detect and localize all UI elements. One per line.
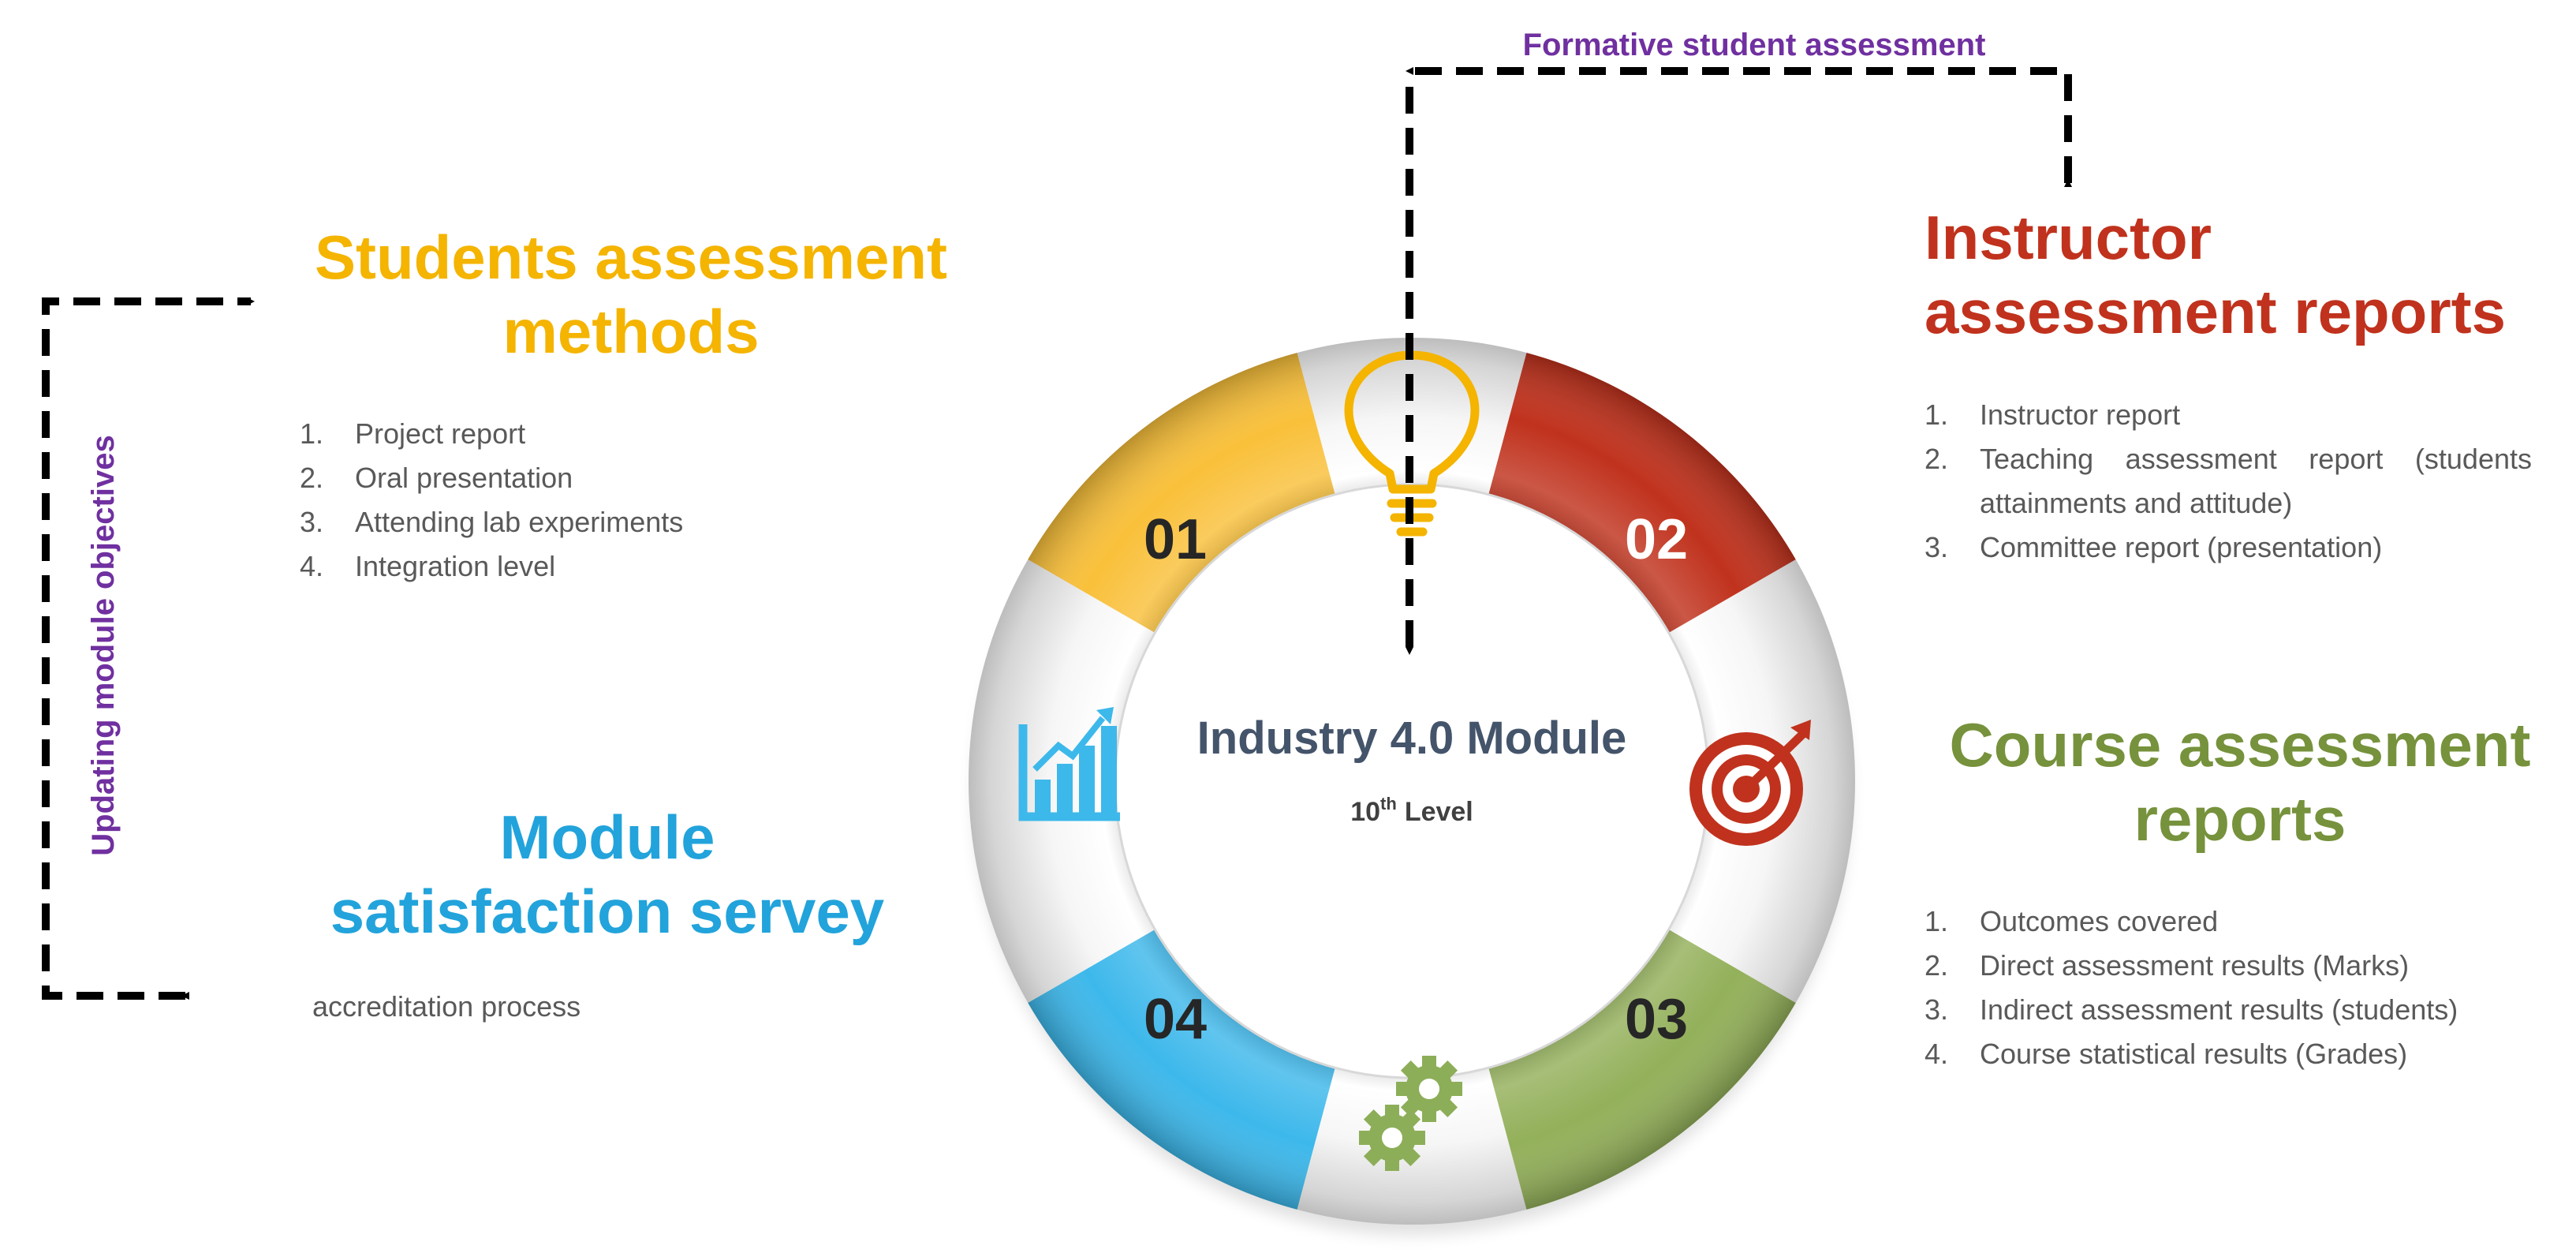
instructor-assessment-list: 1.Instructor report 2.Teaching assessmen… [1925,393,2532,570]
segment-label-03: 03 [1625,988,1688,1051]
target-icon [1689,720,1811,846]
satisfaction-survey-title: Module satisfaction servey [300,801,915,948]
level-number: 10 [1350,797,1380,827]
list-item: 2.Teaching assessment report (students a… [1925,443,2532,519]
satisfaction-title-line2: satisfaction servey [330,876,885,946]
segment-04-shading [1028,929,1335,1210]
students-assessment-list: 1.Project report 2.Oral presentation 3.A… [300,412,683,589]
course-assessment-list: 1.Outcomes covered 2.Direct assessment r… [1925,900,2458,1076]
students-title-line2: methods [502,296,760,366]
segment-label-02: 02 [1625,508,1688,571]
list-item: 3.Attending lab experiments [300,506,684,538]
gears-icon [1359,1056,1462,1171]
list-item: 1.Project report [300,417,526,450]
segment-03-shading [1488,929,1796,1210]
center-level: 10th Level [1350,794,1473,827]
instructor-title-line2: assessment reports [1925,276,2507,346]
course-title-line1: Course assessment [1949,710,2531,780]
center-title: Industry 4.0 Module [1197,713,1627,764]
objectives-loop-arrow [42,297,255,1000]
segment-label-04: 04 [1144,988,1207,1051]
bar-chart-icon [1018,707,1120,821]
center-disk [1115,484,1708,1078]
level-suffix: th [1380,794,1397,814]
list-item: 3.Committee report (presentation) [1925,531,2383,563]
students-assessment-title: Students assessment methods [268,221,994,368]
course-assessment-title: Course assessment reports [1925,709,2555,856]
satisfaction-survey-text: accreditation process [312,990,581,1023]
list-item: 4.Course statistical results (Grades) [1925,1038,2408,1070]
segment-02-shading [1488,353,1796,633]
formative-loop-path [1406,67,2072,187]
formative-assessment-label: Formative student assessment [1523,28,1986,62]
list-item: 3.Indirect assessment results (students) [1925,993,2458,1026]
list-item: 1.Instructor report [1925,398,2181,431]
satisfaction-title-line1: Module [499,802,715,872]
list-item: 4.Integration level [300,550,556,582]
course-title-line2: reports [2134,784,2346,854]
list-item: 1.Outcomes covered [1925,905,2219,937]
formative-loop-arrow [1406,67,2072,655]
ring-segments [1028,353,1796,1210]
segment-01-shading [1028,353,1335,633]
updating-objectives-label: Updating module objectives [86,435,121,855]
students-title-line1: Students assessment [315,223,947,292]
level-word: Level [1405,797,1473,827]
list-item: 2.Oral presentation [300,462,573,494]
segment-label-01: 01 [1144,508,1207,571]
instructor-assessment-title: Instructor assessment reports [1925,201,2555,349]
instructor-title-line1: Instructor [1925,203,2212,272]
list-item: 2.Direct assessment results (Marks) [1925,949,2410,982]
